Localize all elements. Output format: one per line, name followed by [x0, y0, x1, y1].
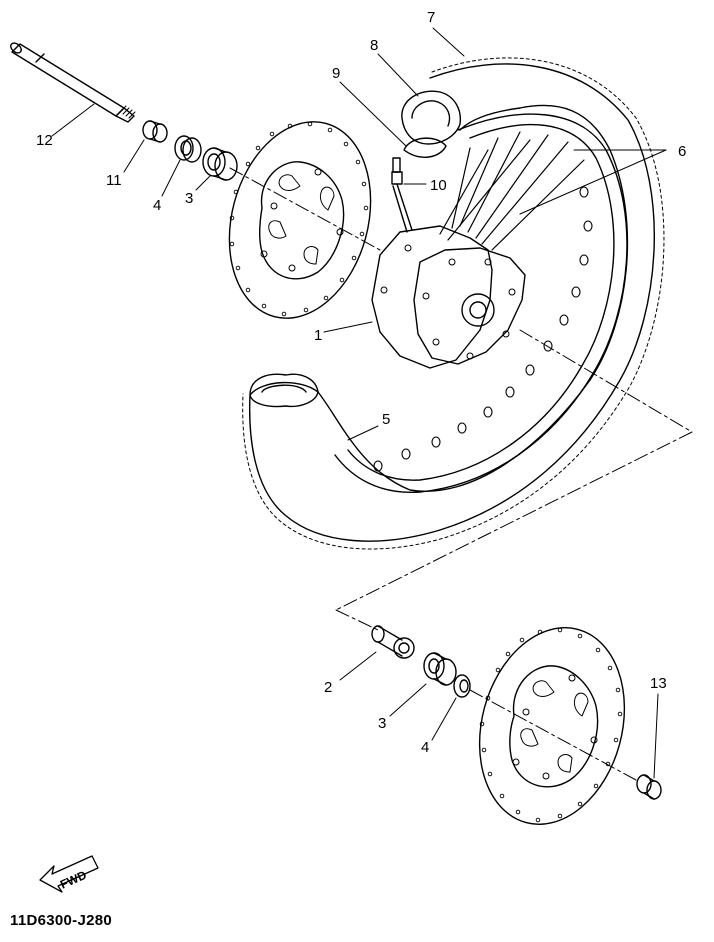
callout-13: 13: [650, 675, 667, 692]
valve: [391, 157, 413, 233]
brake-disc-upper: [228, 121, 372, 319]
callout-12: 12: [36, 132, 53, 149]
callouts: 1 2 3 3 4 4 5 6 7 8 9 10 11 12 13: [36, 9, 686, 756]
rim-spoke-holes: [373, 186, 593, 472]
callout-11: 11: [106, 172, 122, 189]
oil-seal-upper: [174, 135, 202, 163]
callout-9: 9: [332, 65, 340, 82]
oil-seal-lower: [453, 674, 471, 698]
callout-5: 5: [382, 411, 390, 428]
bearing-upper: [202, 147, 238, 181]
centerline-upper: [229, 167, 693, 631]
callout-1: 1: [314, 327, 322, 344]
diagram-reference-code: 11D6300-J280: [10, 912, 113, 929]
centerline-lower: [469, 689, 637, 781]
rim: [334, 113, 628, 494]
callout-8: 8: [370, 37, 378, 54]
spokes: [439, 131, 585, 251]
tire: [242, 57, 665, 550]
leader-lines: [51, 27, 667, 779]
collar-2: [371, 625, 415, 659]
callout-4-lower: 4: [421, 739, 429, 756]
collar-11: [142, 120, 168, 143]
hub: [371, 225, 526, 369]
callout-3-upper: 3: [185, 190, 193, 207]
callout-10: 10: [430, 177, 447, 194]
fwd-label: FWD: [58, 868, 89, 892]
callout-2: 2: [324, 679, 332, 696]
fwd-arrow-icon: FWD: [39, 855, 99, 893]
callout-3-lower: 3: [378, 715, 386, 732]
bearing-lower: [423, 652, 457, 686]
callout-4-upper: 4: [153, 197, 161, 214]
callout-7: 7: [427, 9, 435, 26]
rim-band: [401, 90, 462, 158]
callout-6: 6: [678, 143, 686, 160]
axle: [10, 42, 136, 123]
brake-disc-lower: [478, 627, 626, 825]
bolt-13: [636, 774, 662, 800]
